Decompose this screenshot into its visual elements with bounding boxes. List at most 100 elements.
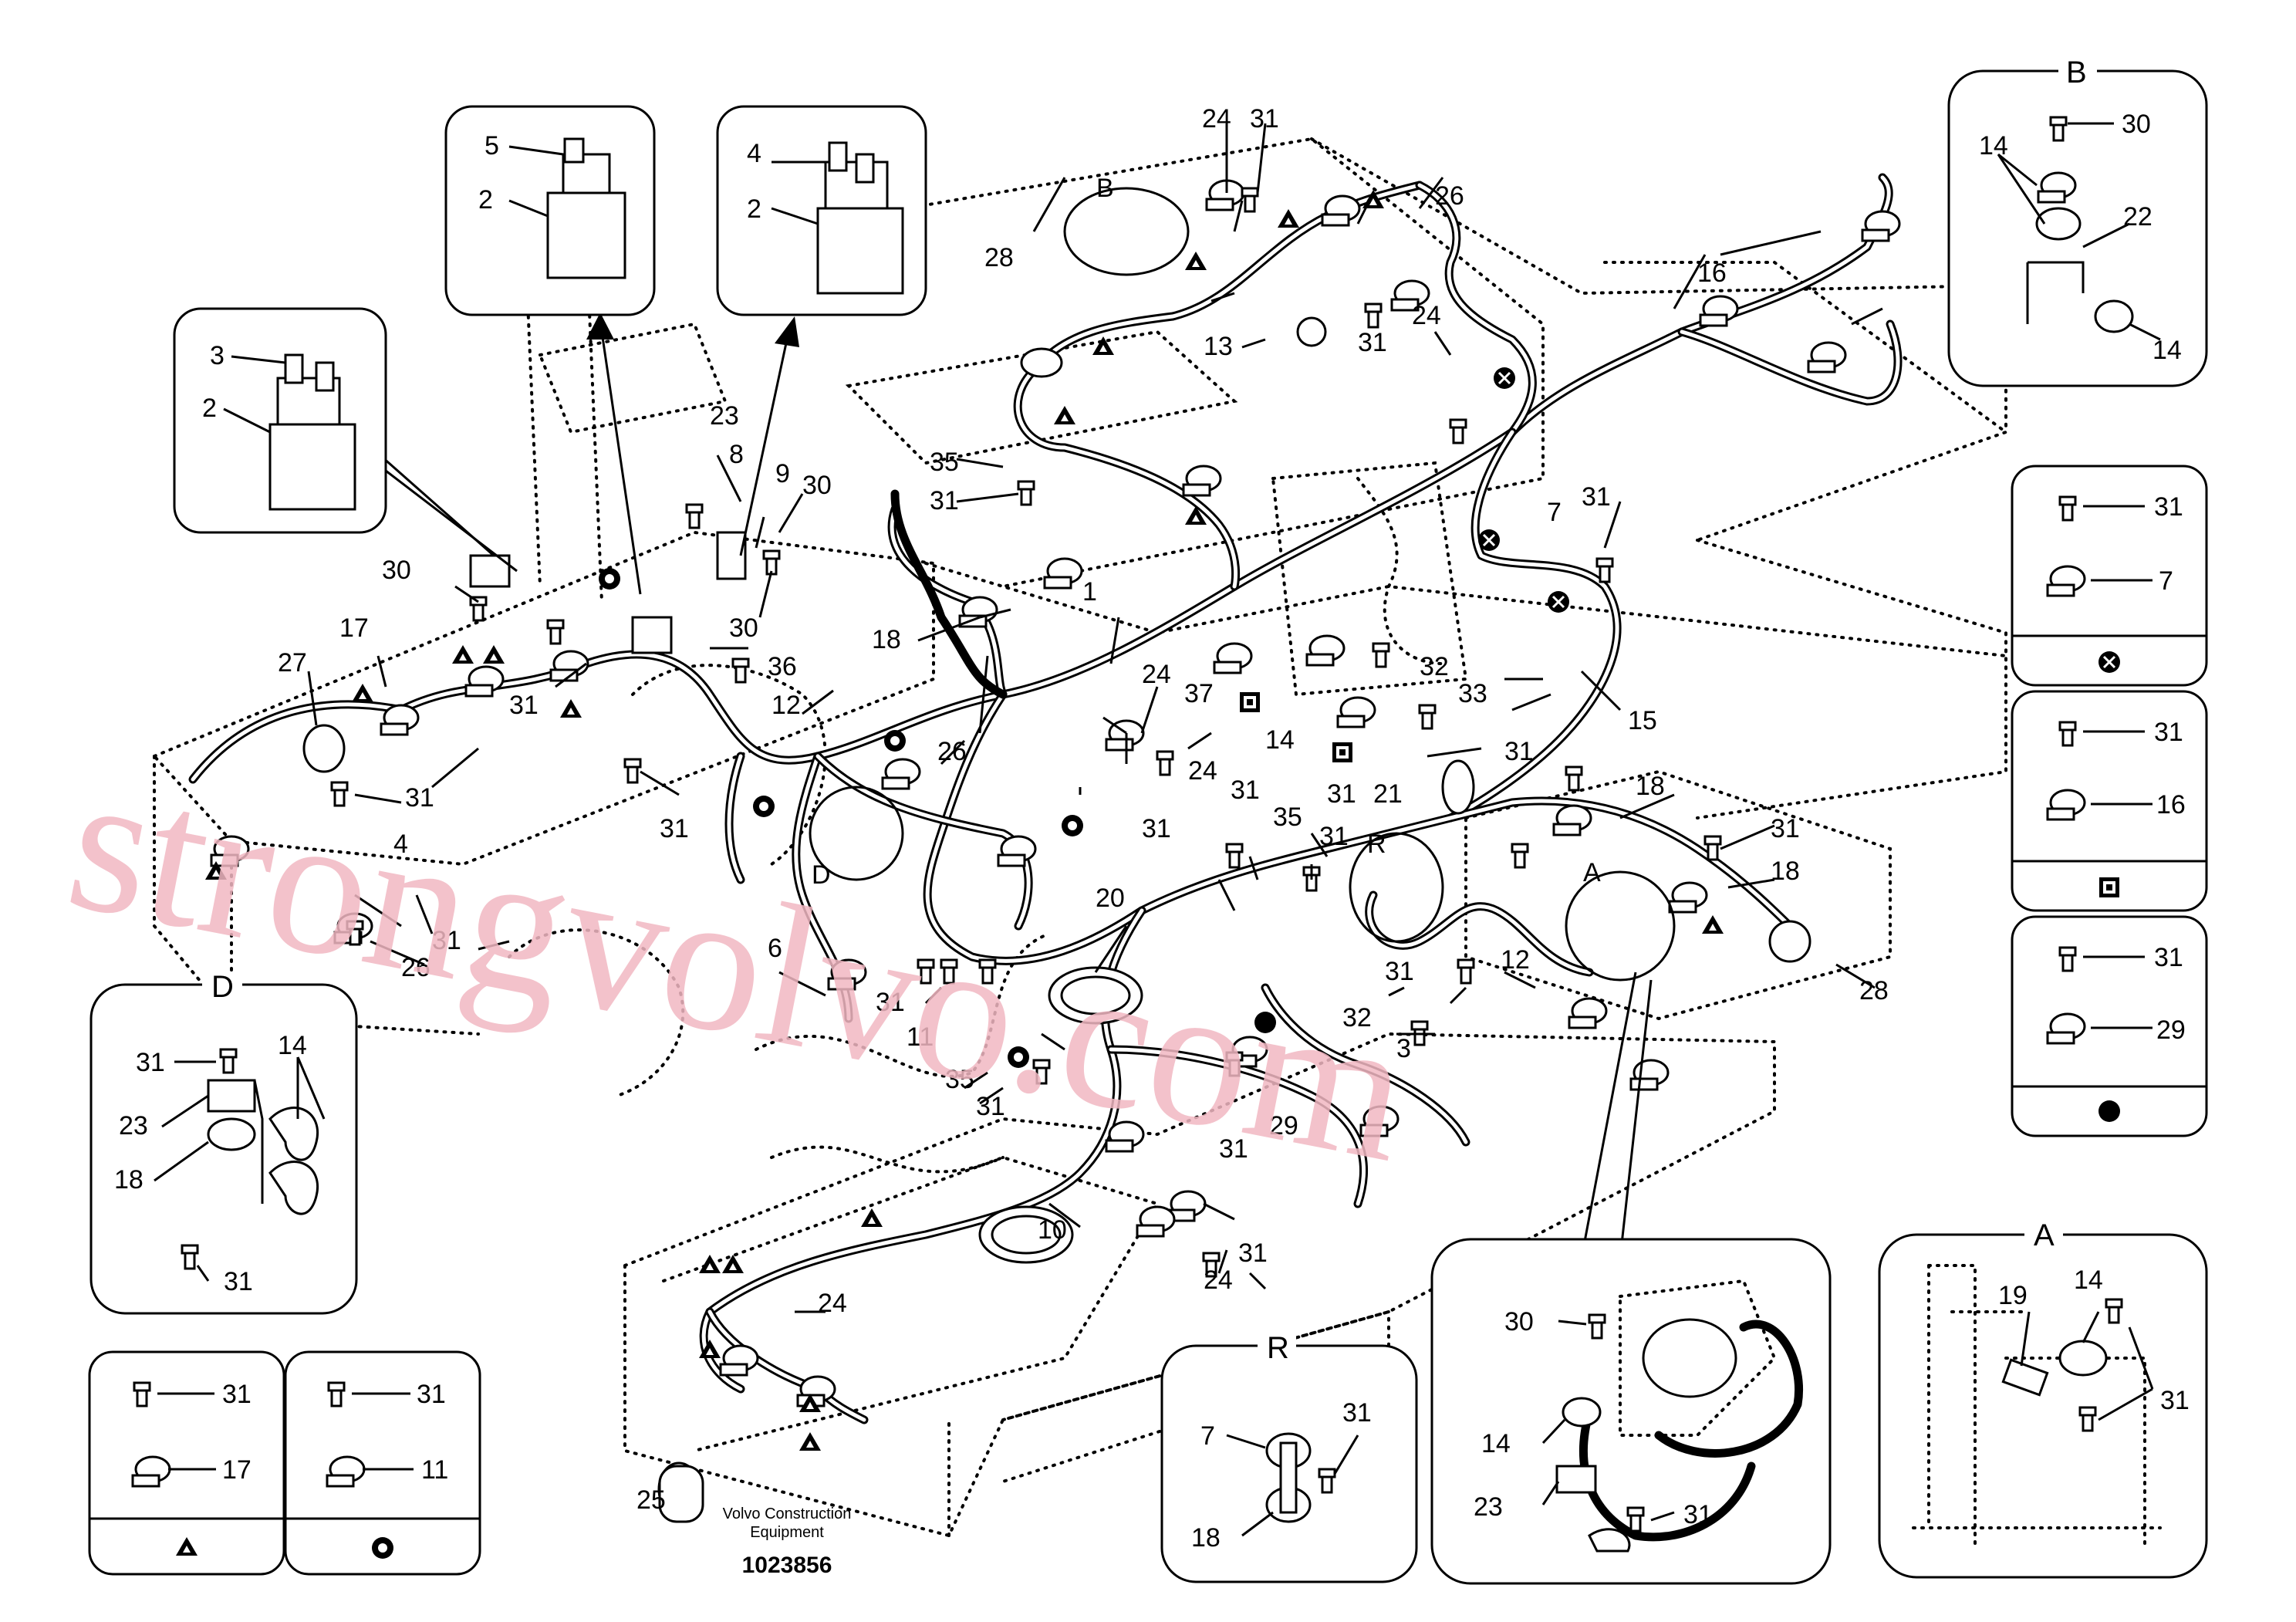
callout: 31 <box>976 1092 1005 1121</box>
callout: 31 <box>1771 814 1800 843</box>
callout: D <box>211 970 234 1004</box>
callout: 31 <box>1582 482 1611 512</box>
callout: 31 <box>1358 328 1387 357</box>
callout: 24 <box>818 1289 847 1318</box>
callout: 35 <box>930 448 959 477</box>
callout: 31 <box>432 926 461 955</box>
callout: 31 <box>1238 1238 1268 1268</box>
callout: 27 <box>278 648 307 678</box>
callout: 22 <box>2123 202 2152 231</box>
callout: 30 <box>1504 1307 1534 1336</box>
callout: 26 <box>937 737 967 766</box>
relay-inset-5: 5 2 <box>444 105 656 316</box>
callout: 18 <box>114 1165 144 1195</box>
callout: 17 <box>222 1455 252 1485</box>
relay-inset-4: 4 2 <box>716 105 927 316</box>
callout: 24 <box>1204 1265 1233 1295</box>
callout: 6 <box>768 934 782 963</box>
callout: 31 <box>1504 737 1534 766</box>
callout: 20 <box>1096 884 1125 913</box>
callout: A <box>2034 1218 2055 1252</box>
callout: 31 <box>876 988 905 1017</box>
detail-view-B: B 30 14 22 14 <box>1947 56 2208 387</box>
callout: 31 <box>1319 822 1349 851</box>
callout: 26 <box>401 953 430 982</box>
callout: 18 <box>872 625 901 654</box>
legend-ring: 31 11 <box>284 1350 481 1576</box>
callout: 13 <box>1204 332 1233 361</box>
callout: 29 <box>1269 1111 1298 1140</box>
figure-number: 1023856 <box>742 1553 832 1578</box>
callout: 31 <box>136 1048 165 1077</box>
callout: 11 <box>907 1022 934 1052</box>
callout: 31 <box>2154 718 2183 747</box>
callout-labels: 24 31 26 28 13 31 24 16 35 31 23 8 9 30 … <box>278 104 1889 1515</box>
callout: 8 <box>729 440 744 469</box>
callout: 31 <box>1250 104 1279 133</box>
callout: 18 <box>1191 1523 1221 1553</box>
callout: 31 <box>417 1380 446 1409</box>
detail-view-markers <box>809 187 1676 1259</box>
callout: A <box>1583 858 1601 887</box>
legend-triangle: 31 17 <box>88 1350 285 1576</box>
relay-inset-3: 3 2 <box>173 307 387 534</box>
callout: 24 <box>1188 756 1217 786</box>
callout: B <box>2066 56 2087 90</box>
callout: 31 <box>1342 1398 1372 1428</box>
callout: 26 <box>1435 181 1464 211</box>
callout: 31 <box>930 486 959 515</box>
callout: Equipment <box>750 1524 824 1541</box>
callout: R <box>1267 1331 1289 1365</box>
callout: 12 <box>772 691 801 720</box>
callout: 37 <box>1184 679 1214 708</box>
callout: 28 <box>984 243 1014 272</box>
callout: 35 <box>945 1065 974 1094</box>
callout: 12 <box>1501 945 1530 975</box>
callout: 3 <box>210 341 225 370</box>
callout: 31 <box>1683 1500 1713 1529</box>
callout: 31 <box>2160 1386 2190 1415</box>
callout: 16 <box>1697 259 1727 288</box>
callout: 5 <box>485 131 499 161</box>
detail-view-D: D 31 14 23 18 31 <box>89 970 358 1315</box>
callout: 4 <box>393 830 408 859</box>
callout: 2 <box>747 194 761 224</box>
callout: 24 <box>1142 660 1171 689</box>
callout: 31 <box>2154 492 2183 522</box>
callout: 29 <box>2156 1015 2186 1045</box>
callout: 30 <box>382 556 411 585</box>
detail-view-pump: 30 14 23 31 <box>1430 1238 1832 1585</box>
callout: 2 <box>202 394 217 423</box>
callout: 32 <box>1420 652 1449 681</box>
callout: 23 <box>1474 1492 1503 1522</box>
callout: 31 <box>1385 957 1414 986</box>
callout: 31 <box>1231 776 1260 805</box>
callout: 9 <box>775 459 790 488</box>
callout: 14 <box>278 1031 307 1060</box>
callout: 23 <box>119 1111 148 1140</box>
callout: D <box>812 860 831 890</box>
callout: 14 <box>2152 336 2182 365</box>
legend-crossed-circle: 31 7 <box>2011 465 2208 687</box>
callout: 14 <box>1481 1429 1511 1458</box>
callout: 2 <box>478 185 493 215</box>
callout: 14 <box>1979 131 2008 161</box>
callout: 1 <box>1082 577 1097 607</box>
callout: 4 <box>747 139 761 168</box>
callout: 17 <box>339 613 369 643</box>
callout: 7 <box>1547 498 1562 527</box>
callout: 30 <box>2122 110 2151 139</box>
relay-group <box>469 531 747 654</box>
callout: 21 <box>1373 779 1403 809</box>
callout: 15 <box>1628 706 1657 735</box>
callout: 31 <box>1219 1134 1248 1164</box>
callout: 19 <box>1998 1281 2028 1310</box>
callout: 31 <box>1327 779 1356 809</box>
legend-filled-circle: 31 29 <box>2011 915 2208 1137</box>
callout: 31 <box>660 814 689 843</box>
callout: 7 <box>2159 566 2173 596</box>
callout: 30 <box>802 471 832 500</box>
callout: 31 <box>509 691 539 720</box>
callout: 36 <box>768 652 797 681</box>
